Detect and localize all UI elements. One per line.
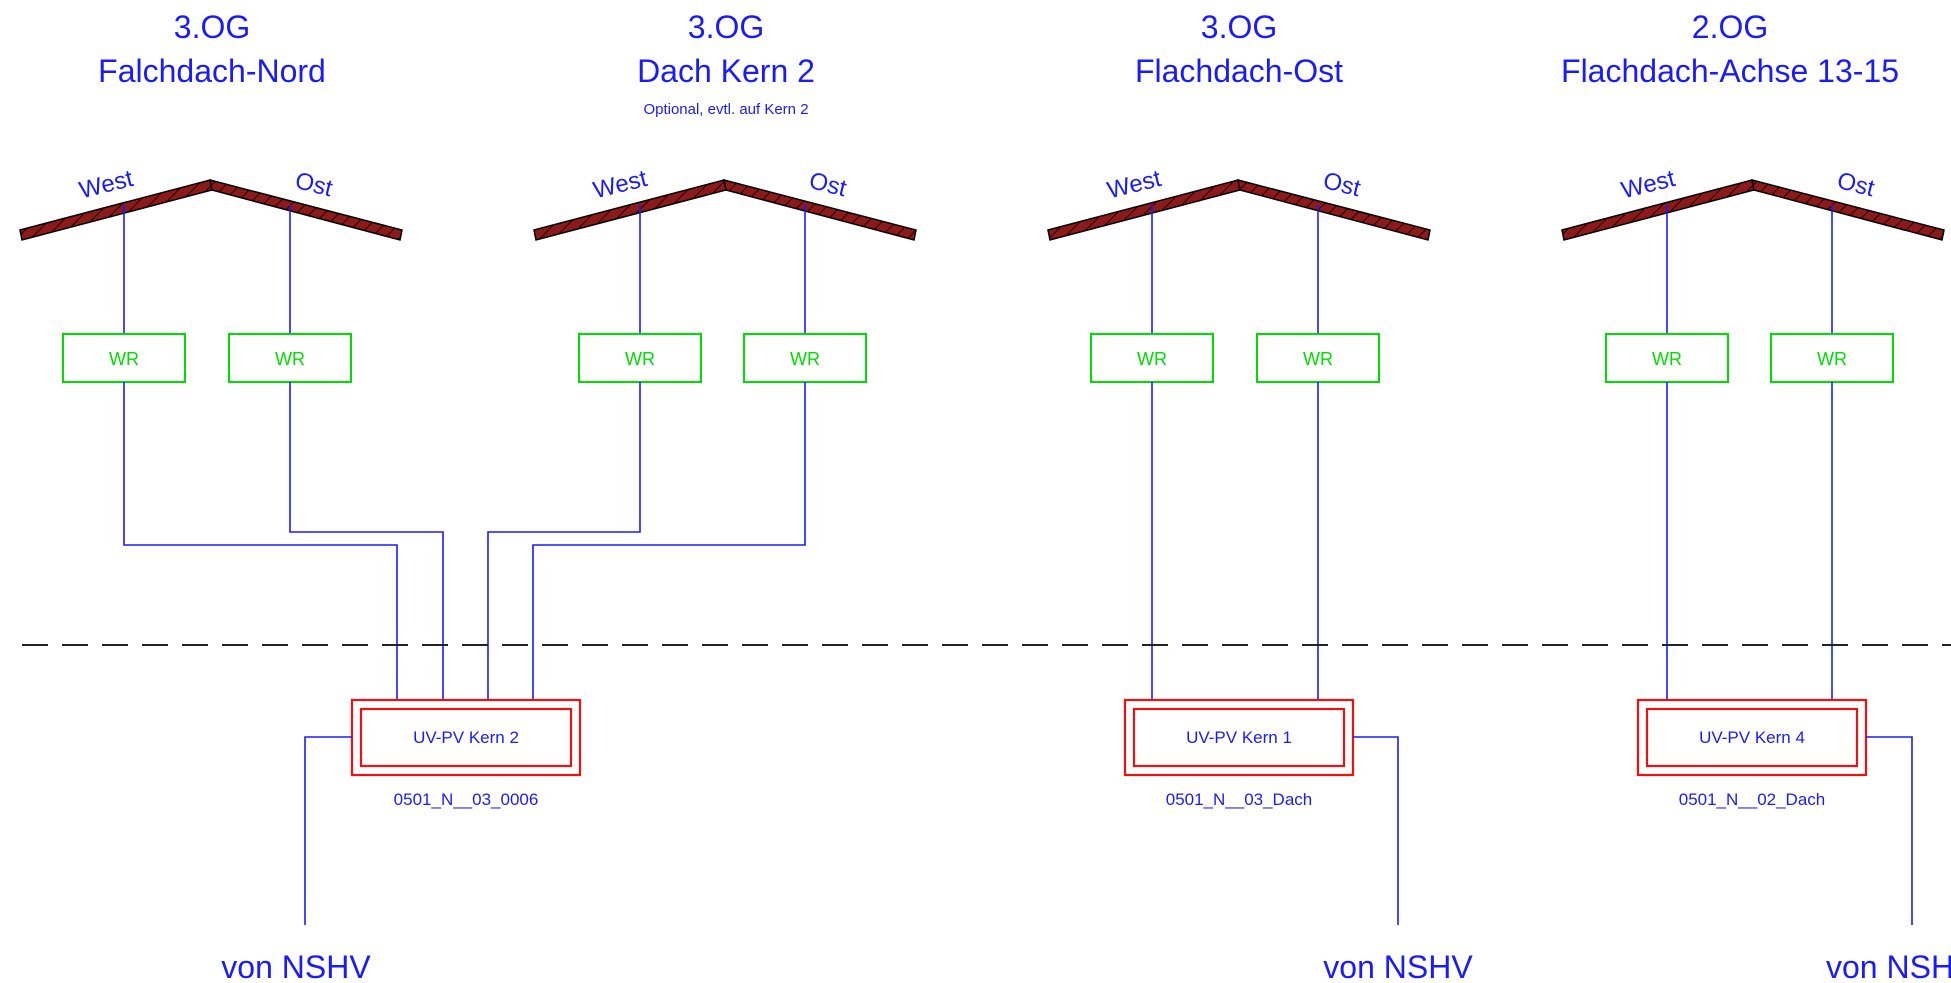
section-1-name: Falchdach-Nord: [98, 53, 326, 89]
panel-label: UV-PV Kern 4: [1699, 728, 1805, 747]
inverter-label: WR: [1303, 349, 1333, 369]
roof-4-west-label: West: [1619, 165, 1678, 204]
panel-label: UV-PV Kern 1: [1186, 728, 1292, 747]
panel-code: 0501_N__03_Dach: [1166, 790, 1313, 809]
section-4-name: Flachdach-Achse 13-15: [1561, 53, 1899, 89]
panel-kern-4: UV-PV Kern 4 0501_N__02_Dach: [1636, 698, 1868, 809]
inverter-wires: [123, 382, 1833, 700]
inverter-label: WR: [790, 349, 820, 369]
inverter-label: WR: [1652, 349, 1682, 369]
inverter-label: WR: [109, 349, 139, 369]
section-2-floor: 3.OG: [688, 9, 764, 45]
panel-kern-2: UV-PV Kern 2 0501_N__03_0006: [350, 698, 582, 809]
section-1-floor: 3.OG: [174, 9, 250, 45]
roof-3-east-label: Ost: [1320, 167, 1363, 202]
roof-3: West Ost: [1047, 165, 1431, 241]
panel-label: UV-PV Kern 2: [413, 728, 519, 747]
inverter-label: WR: [275, 349, 305, 369]
roof-2-east-label: Ost: [806, 167, 849, 202]
panel-code: 0501_N__02_Dach: [1679, 790, 1826, 809]
roof-4-east-label: Ost: [1834, 167, 1877, 202]
section-2-name: Dach Kern 2: [637, 53, 815, 89]
inverter-label: WR: [1137, 349, 1167, 369]
feed-label-1: von NSHV: [221, 949, 371, 983]
roof-1-east-label: Ost: [292, 167, 335, 202]
panel-code: 0501_N__03_0006: [394, 790, 539, 809]
inverters: WR WR WR WR WR WR WR WR: [62, 333, 1894, 383]
section-3-floor: 3.OG: [1201, 9, 1277, 45]
feed-label-2: von NSHV: [1323, 949, 1473, 983]
inverter-label: WR: [625, 349, 655, 369]
roof-1: West Ost: [19, 165, 403, 241]
panel-kern-1: UV-PV Kern 1 0501_N__03_Dach: [1123, 698, 1355, 809]
inverter-label: WR: [1817, 349, 1847, 369]
feed-label-3: von NSHV: [1826, 949, 1951, 983]
section-3-name: Flachdach-Ost: [1135, 53, 1343, 89]
roof-2-west-label: West: [591, 165, 650, 204]
roof-wires: [123, 205, 1833, 334]
roof-4: West Ost: [1561, 165, 1945, 241]
feed-lines: [304, 736, 1913, 925]
roof-3-west-label: West: [1105, 165, 1164, 204]
roof-1-west-label: West: [77, 165, 136, 204]
section-4-floor: 2.OG: [1692, 9, 1768, 45]
section-2-note: Optional, evtl. auf Kern 2: [643, 101, 808, 118]
roof-2: West Ost: [533, 165, 917, 241]
